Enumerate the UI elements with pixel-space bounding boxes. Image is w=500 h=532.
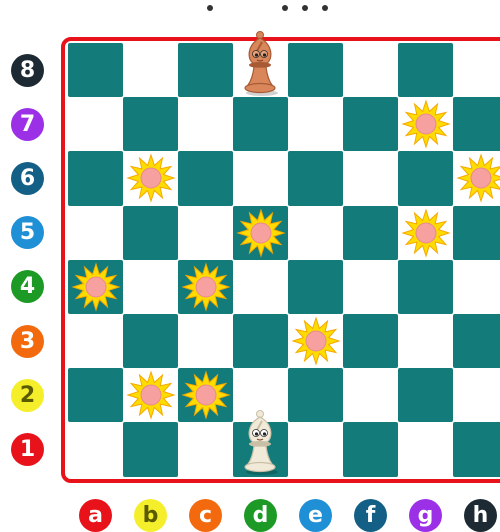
flower-icon	[126, 153, 176, 203]
file-label-a: a	[79, 499, 112, 532]
square-g4[interactable]	[398, 260, 453, 314]
rank-label-7: 7	[11, 108, 44, 141]
rank-label-4: 4	[11, 270, 44, 303]
chess-board[interactable]	[68, 43, 500, 476]
file-label-b: b	[134, 499, 167, 532]
file-label-g: g	[409, 499, 442, 532]
square-d6[interactable]	[233, 151, 288, 205]
square-f7[interactable]	[343, 97, 398, 151]
square-f3[interactable]	[343, 314, 398, 368]
flower-icon	[456, 153, 500, 203]
square-b8[interactable]	[123, 43, 178, 97]
square-f2[interactable]	[343, 368, 398, 422]
square-b3[interactable]	[123, 314, 178, 368]
square-b1[interactable]	[123, 422, 178, 476]
square-f8[interactable]	[343, 43, 398, 97]
file-label-c: c	[189, 499, 222, 532]
square-h2[interactable]	[453, 368, 500, 422]
square-e7[interactable]	[288, 97, 343, 151]
rank-label-6: 6	[11, 162, 44, 195]
square-b7[interactable]	[123, 97, 178, 151]
file-label-h: h	[464, 499, 497, 532]
black-bishop-icon[interactable]	[235, 29, 285, 97]
square-c7[interactable]	[178, 97, 233, 151]
file-label-f: f	[354, 499, 387, 532]
square-e8[interactable]	[288, 43, 343, 97]
square-a8[interactable]	[68, 43, 123, 97]
square-b5[interactable]	[123, 206, 178, 260]
square-a5[interactable]	[68, 206, 123, 260]
square-e1[interactable]	[288, 422, 343, 476]
square-g3[interactable]	[398, 314, 453, 368]
square-d3[interactable]	[233, 314, 288, 368]
square-a1[interactable]	[68, 422, 123, 476]
flower-icon	[401, 99, 451, 149]
rank-label-8: 8	[11, 54, 44, 87]
rank-label-3: 3	[11, 325, 44, 358]
square-a2[interactable]	[68, 368, 123, 422]
flower-icon	[401, 208, 451, 258]
square-h5[interactable]	[453, 206, 500, 260]
flower-icon	[181, 370, 231, 420]
square-c6[interactable]	[178, 151, 233, 205]
square-h1[interactable]	[453, 422, 500, 476]
flower-icon	[71, 262, 121, 312]
square-e2[interactable]	[288, 368, 343, 422]
square-g8[interactable]	[398, 43, 453, 97]
square-a3[interactable]	[68, 314, 123, 368]
square-h3[interactable]	[453, 314, 500, 368]
square-d4[interactable]	[233, 260, 288, 314]
square-g2[interactable]	[398, 368, 453, 422]
file-label-e: e	[299, 499, 332, 532]
flower-icon	[291, 316, 341, 366]
square-a6[interactable]	[68, 151, 123, 205]
rank-label-1: 1	[11, 433, 44, 466]
square-b4[interactable]	[123, 260, 178, 314]
square-c1[interactable]	[178, 422, 233, 476]
white-bishop-icon[interactable]	[235, 408, 285, 476]
square-e4[interactable]	[288, 260, 343, 314]
square-h7[interactable]	[453, 97, 500, 151]
square-h4[interactable]	[453, 260, 500, 314]
square-c8[interactable]	[178, 43, 233, 97]
square-f1[interactable]	[343, 422, 398, 476]
flower-icon	[126, 370, 176, 420]
square-d7[interactable]	[233, 97, 288, 151]
square-c3[interactable]	[178, 314, 233, 368]
square-e5[interactable]	[288, 206, 343, 260]
square-h8[interactable]	[453, 43, 500, 97]
square-f5[interactable]	[343, 206, 398, 260]
rank-label-2: 2	[11, 379, 44, 412]
square-g1[interactable]	[398, 422, 453, 476]
square-a7[interactable]	[68, 97, 123, 151]
flower-icon	[236, 208, 286, 258]
square-c5[interactable]	[178, 206, 233, 260]
square-f4[interactable]	[343, 260, 398, 314]
square-e6[interactable]	[288, 151, 343, 205]
square-g6[interactable]	[398, 151, 453, 205]
file-label-d: d	[244, 499, 277, 532]
top-decoration	[170, 0, 350, 8]
rank-label-5: 5	[11, 216, 44, 249]
square-f6[interactable]	[343, 151, 398, 205]
flower-icon	[181, 262, 231, 312]
